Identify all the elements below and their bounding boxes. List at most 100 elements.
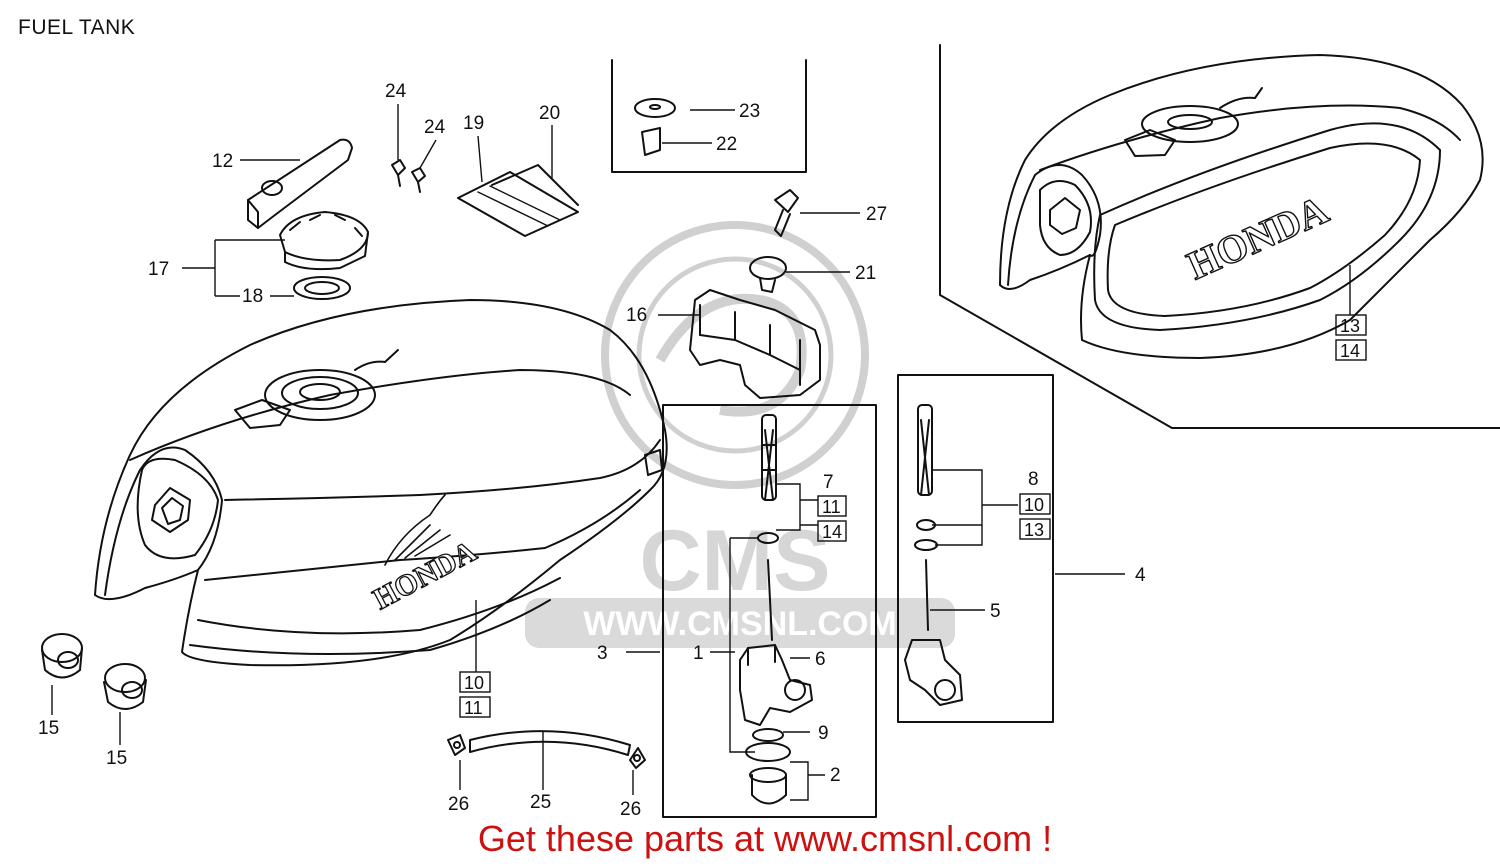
callout-15-b: 15	[106, 748, 127, 769]
box-11-a	[817, 495, 847, 517]
variant-filler-vent	[1219, 87, 1263, 109]
variant-filler-hole	[1167, 114, 1213, 130]
tank-side-stripe-upper	[224, 439, 661, 501]
tank-brand-right: HONDA	[1180, 187, 1334, 289]
tank-fuel-cock-boss	[644, 449, 663, 476]
callout-4: 4	[1135, 565, 1146, 586]
filler-hinge	[234, 399, 291, 429]
callout-10-a: 10	[1024, 495, 1044, 515]
callout-25: 25	[530, 792, 551, 813]
callout-10-b: 10	[464, 673, 484, 693]
watermark-logo-ring-inner	[636, 256, 834, 454]
page-title: FUEL TANK	[18, 16, 136, 39]
part-27-bolt	[774, 189, 799, 237]
callout-12: 12	[212, 151, 233, 172]
part-26-clip-a	[447, 734, 466, 756]
part-17-filler-cap	[279, 211, 369, 271]
part-9-gasket	[752, 728, 784, 742]
variant-side-panel	[1093, 122, 1441, 331]
leader-lines	[51, 104, 1351, 801]
group-frame-3	[662, 404, 877, 818]
callout-22: 22	[716, 134, 737, 155]
filler-neck-ring	[264, 369, 376, 421]
watermark-logo-ring	[601, 221, 869, 489]
box-13-b	[1335, 314, 1367, 336]
variant-filler-ring	[1141, 105, 1239, 143]
watermark: CMS WWW.CMSNL.COM	[525, 221, 955, 648]
callout-16: 16	[626, 305, 647, 326]
variant-knee-recess	[1039, 180, 1092, 256]
callout-11-a: 11	[822, 497, 841, 517]
tank-outline	[94, 299, 668, 667]
tank-brand-left: HONDA	[368, 534, 482, 616]
callout-23: 23	[739, 101, 760, 122]
honda-wing-emblem-icon	[384, 494, 451, 566]
tank-top-line	[129, 369, 631, 461]
callout-27: 27	[866, 204, 887, 225]
callouts: 12 24 24 19 20 17 18 23 22 27 21 16 7 8 …	[38, 81, 1146, 820]
footer-link-text[interactable]: Get these parts at www.cmsnl.com !	[477, 818, 1053, 859]
inset-frame-tank-variant	[939, 44, 1500, 429]
variant-tank-tunnel	[1007, 164, 1102, 286]
watermark-url-banner	[525, 598, 955, 648]
part-22-collar	[641, 127, 661, 156]
variant-tank-top-line	[1039, 104, 1461, 171]
callout-8: 8	[1028, 469, 1039, 490]
part-13-o-ring	[914, 539, 938, 551]
tank-stripe-bottom-2	[189, 599, 551, 655]
callout-18: 18	[242, 286, 263, 307]
callout-2: 2	[830, 765, 841, 786]
variant-filler-hinge	[1124, 129, 1176, 157]
part-7-strainer	[761, 414, 777, 501]
callout-9: 9	[818, 723, 829, 744]
filler-neck-ring-inner	[281, 376, 359, 410]
group-frame-4	[897, 374, 1054, 723]
part-1-fuel-cock	[739, 644, 813, 726]
callout-20: 20	[539, 103, 560, 124]
callout-24-b: 24	[424, 117, 446, 138]
inset-frame-22-23	[611, 59, 807, 173]
fuel-cock-pipe-b	[925, 559, 929, 631]
callout-24-a: 24	[385, 81, 407, 102]
watermark-url-text: WWW.CMSNL.COM	[583, 605, 897, 643]
box-10-b	[459, 671, 491, 693]
part-21-washer	[749, 256, 787, 293]
part-19-stripe	[477, 185, 561, 227]
part-23-washer	[634, 98, 676, 118]
callout-14-b: 14	[1340, 341, 1360, 361]
part-18-gasket	[293, 276, 351, 300]
callout-17: 17	[148, 259, 169, 280]
callout-3: 3	[597, 643, 608, 664]
box-10-a	[1019, 493, 1051, 515]
callout-7: 7	[823, 472, 834, 493]
callout-15-a: 15	[38, 718, 59, 739]
callout-5: 5	[990, 601, 1001, 622]
boxed-callout-labels: 11 14 10 13 13 14 10 11	[464, 316, 1360, 718]
callout-1: 1	[693, 643, 704, 664]
callout-26-b: 26	[620, 799, 641, 820]
part-20-emblem-sticker	[491, 164, 579, 206]
callout-11-b: 11	[464, 698, 483, 718]
tank-mount-bracket-inner	[161, 497, 184, 525]
part-12-lock-bracket	[247, 138, 353, 229]
callout-6: 6	[815, 649, 826, 670]
variant-tank-outline	[999, 54, 1484, 359]
part-15-cushion-b	[103, 663, 147, 710]
filler-neck-hole	[299, 383, 341, 401]
callout-19: 19	[463, 113, 484, 134]
callout-14-a: 14	[822, 522, 842, 542]
footer-banner[interactable]: Get these parts at www.cmsnl.com !	[0, 818, 1500, 860]
callout-13-a: 13	[1024, 520, 1044, 540]
tank-mount-bracket	[151, 487, 191, 533]
tank-side-stripe-lower	[204, 489, 641, 581]
variant-mount-bracket	[1049, 197, 1081, 235]
boxed-callouts	[459, 314, 1367, 718]
part-5-fuel-cock	[904, 639, 963, 706]
tank-stripe-bottom	[197, 577, 561, 635]
variant-side-panel-inner	[1106, 142, 1421, 317]
part-24-screw-b	[411, 167, 426, 193]
callout-21: 21	[855, 263, 876, 284]
watermark-logo-text: CMS	[639, 513, 830, 609]
part-16-mount-rubber	[689, 289, 821, 399]
